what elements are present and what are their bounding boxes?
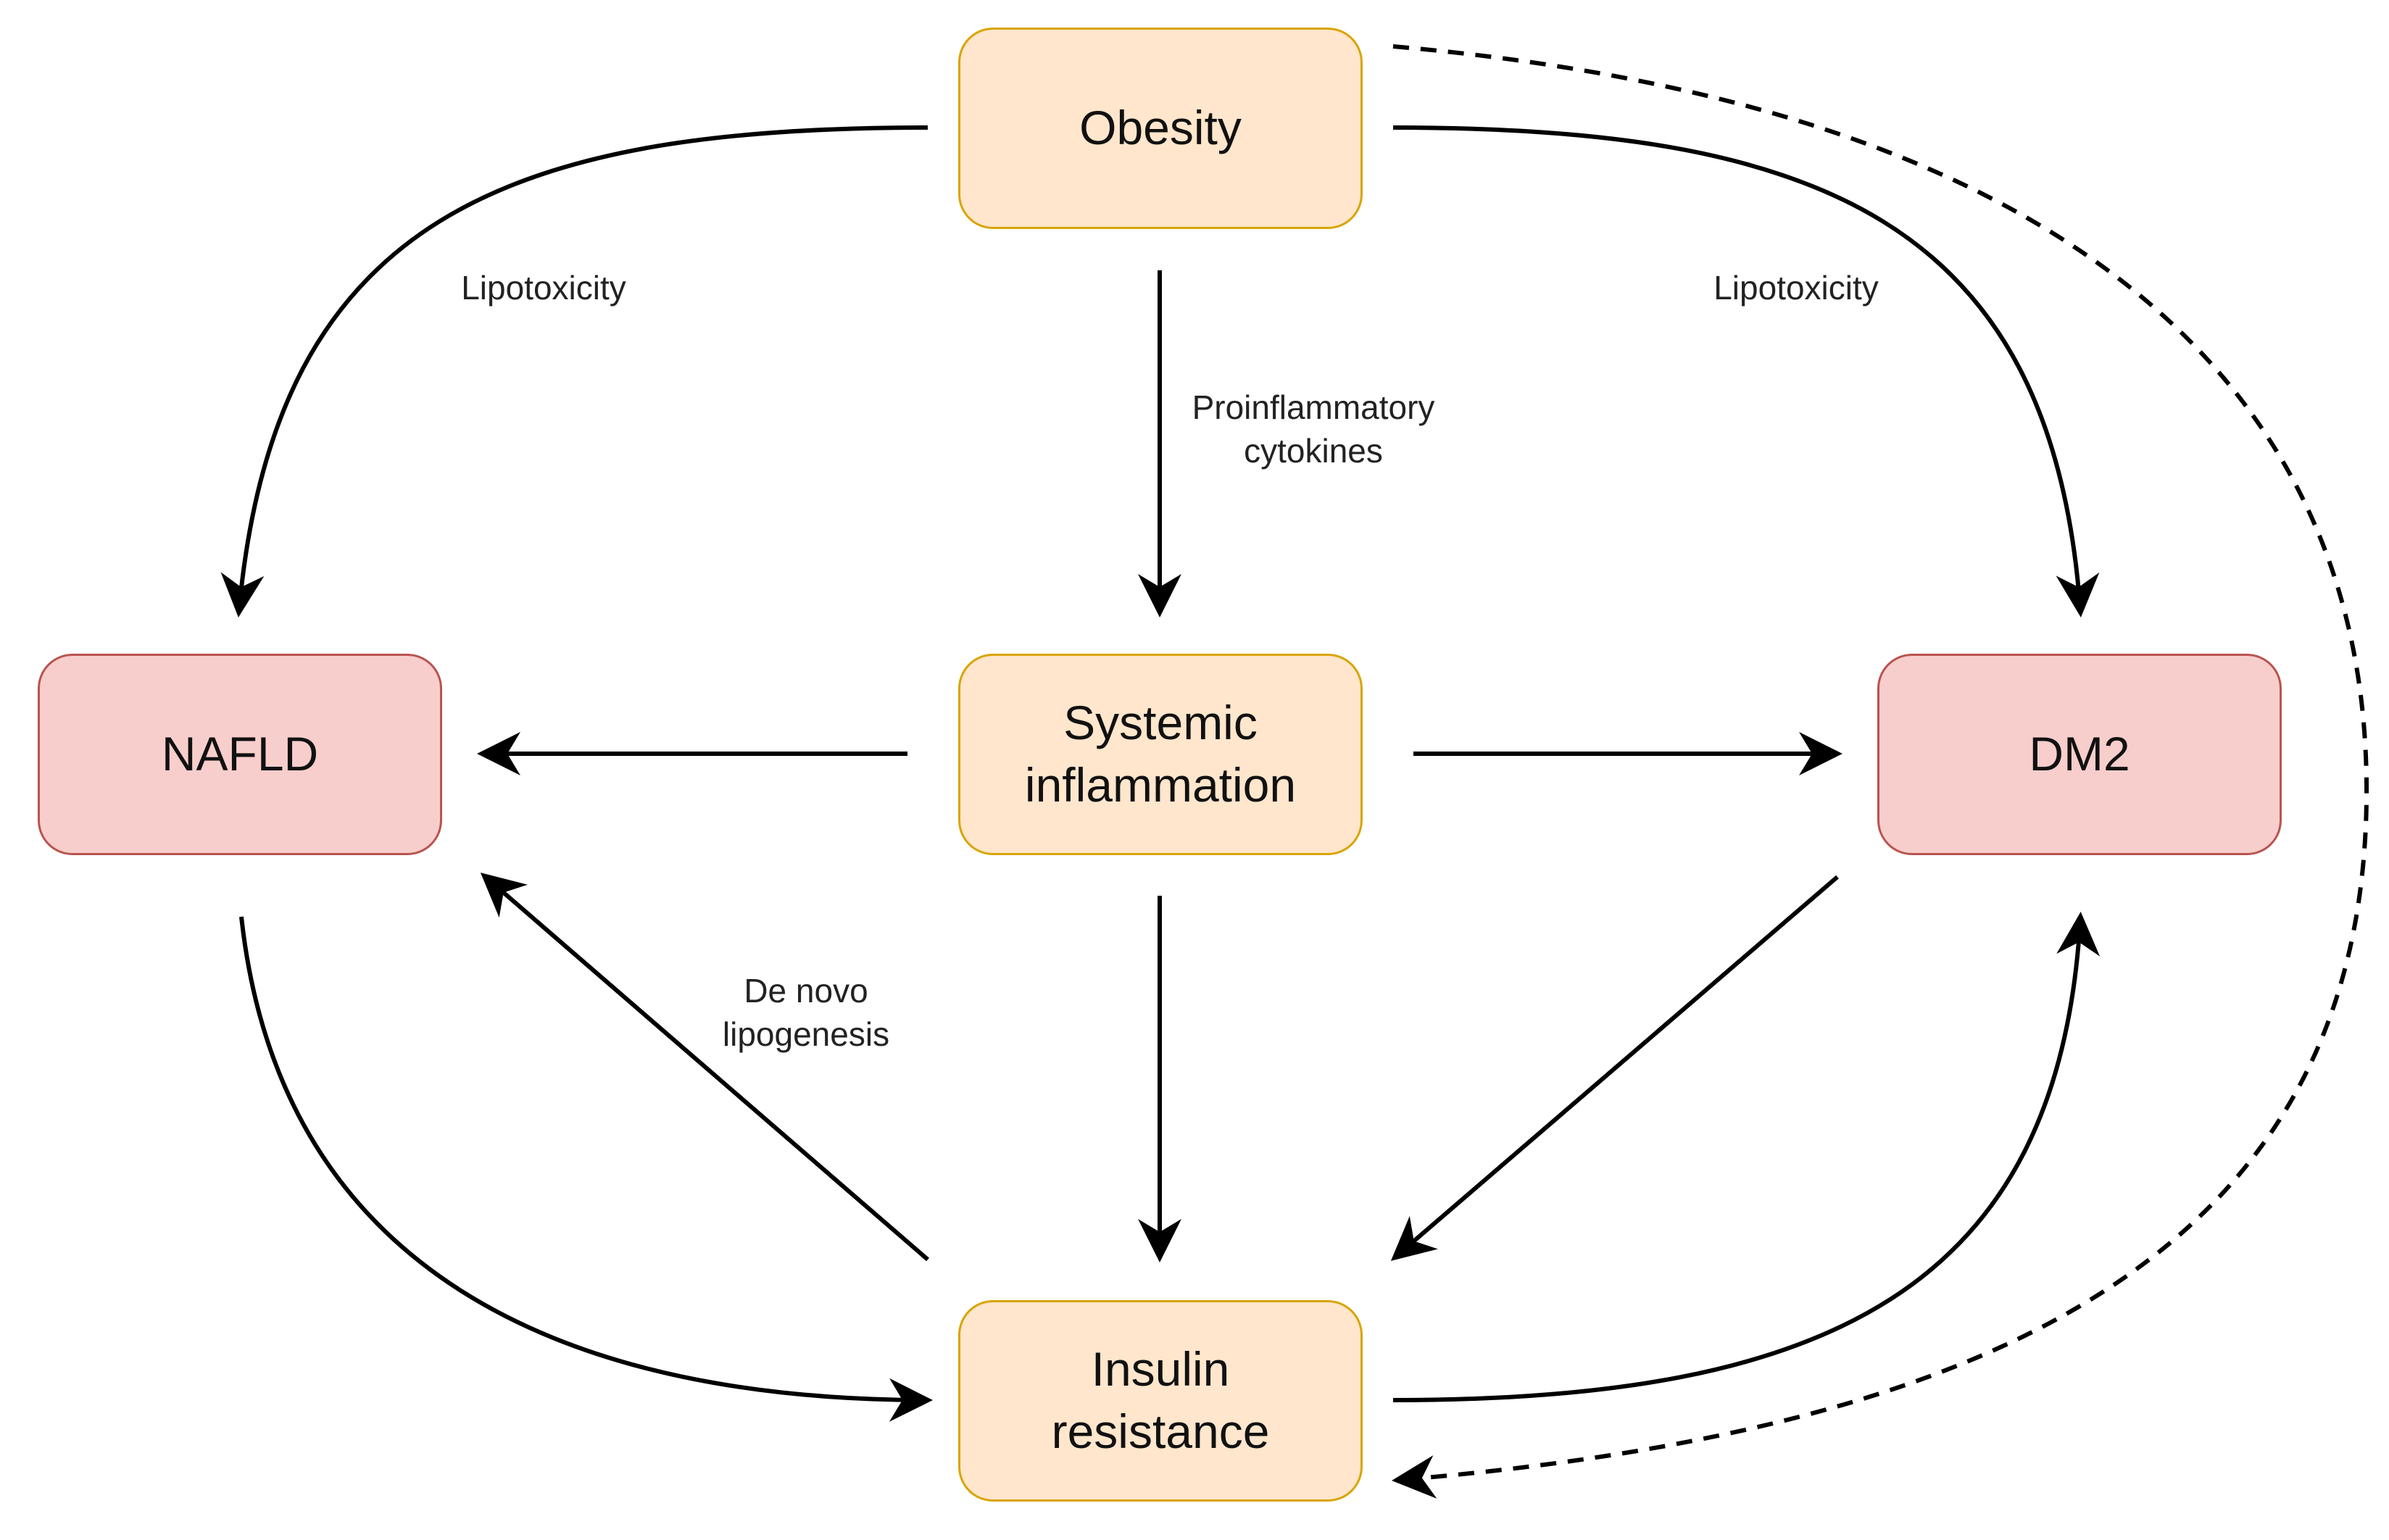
arrow-obesity-to-insulin-dashed [1392, 44, 2369, 1499]
arrow-insulin-to-nafld [480, 873, 929, 1262]
node-insulin-resistance: Insulin resistance [958, 1300, 1363, 1502]
node-obesity-label: Obesity [1079, 101, 1242, 155]
node-nafld-label: NAFLD [161, 727, 319, 781]
node-obesity: Obesity [958, 28, 1363, 229]
arrow-obesity-to-nafld [220, 125, 928, 617]
arrow-obesity-to-dm2 [1392, 125, 2100, 617]
label-lipotoxicity-left: Lipotoxicity [461, 269, 626, 307]
arrow-dm2-to-insulin [1390, 875, 1839, 1261]
arrow-insulin-to-dm2 [1392, 912, 2101, 1402]
label-proinflammatory-cytokines: Proinflammatory cytokines [1192, 388, 1435, 470]
label-lipotoxicity-right: Lipotoxicity [1713, 269, 1879, 307]
label-de-novo-lipogenesis: De novo lipogenesis [722, 972, 890, 1053]
arrow-nafld-to-insulin [239, 916, 933, 1422]
node-systemic-inflammation: Systemic inflammation [958, 654, 1363, 855]
node-dm2: DM2 [1877, 654, 2282, 855]
node-nafld: NAFLD [38, 654, 442, 855]
node-dm2-label: DM2 [2029, 727, 2130, 781]
node-insulin-resistance-label: Insulin resistance [1051, 1342, 1270, 1458]
node-systemic-inflammation-label: Systemic inflammation [1024, 696, 1297, 812]
